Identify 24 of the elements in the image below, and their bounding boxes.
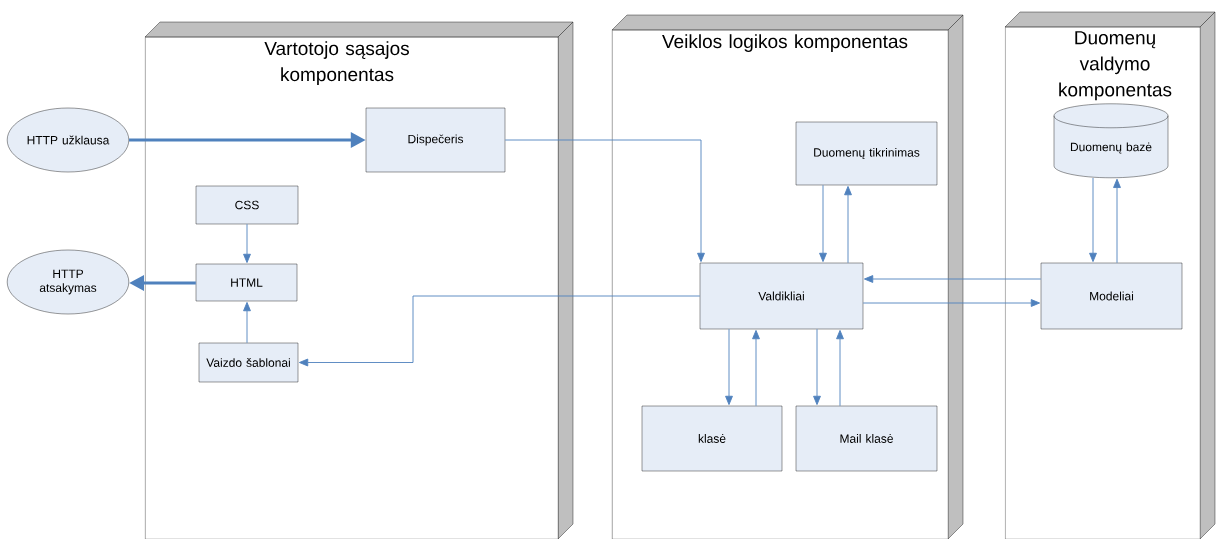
process-box: Mail klasė	[795, 405, 938, 472]
arrow	[836, 329, 844, 407]
process-box: Modeliai	[1040, 262, 1183, 330]
process-box: CSS	[195, 185, 299, 225]
arrow	[862, 299, 1041, 307]
process-box: HTML	[195, 263, 298, 302]
process-box: Vaizdo šablonai	[198, 342, 299, 383]
arrow	[1089, 177, 1097, 263]
arrow	[844, 185, 852, 264]
process-box: klasė	[641, 405, 783, 472]
database-cylinder: Duomenų bazė	[1053, 103, 1169, 178]
arrow	[752, 329, 760, 407]
arrow	[504, 139, 705, 263]
arrow	[725, 328, 733, 406]
process-box: Duomenų tikrinimas	[795, 121, 938, 186]
arrow	[1113, 178, 1121, 264]
arrow	[813, 328, 821, 406]
arrow	[243, 301, 251, 344]
arrow	[819, 184, 827, 263]
arrow	[243, 223, 251, 264]
arrow	[298, 295, 701, 367]
arrow	[863, 275, 1042, 283]
process-box: Valdikliai	[699, 262, 864, 330]
process-box: Dispečeris	[365, 107, 506, 173]
